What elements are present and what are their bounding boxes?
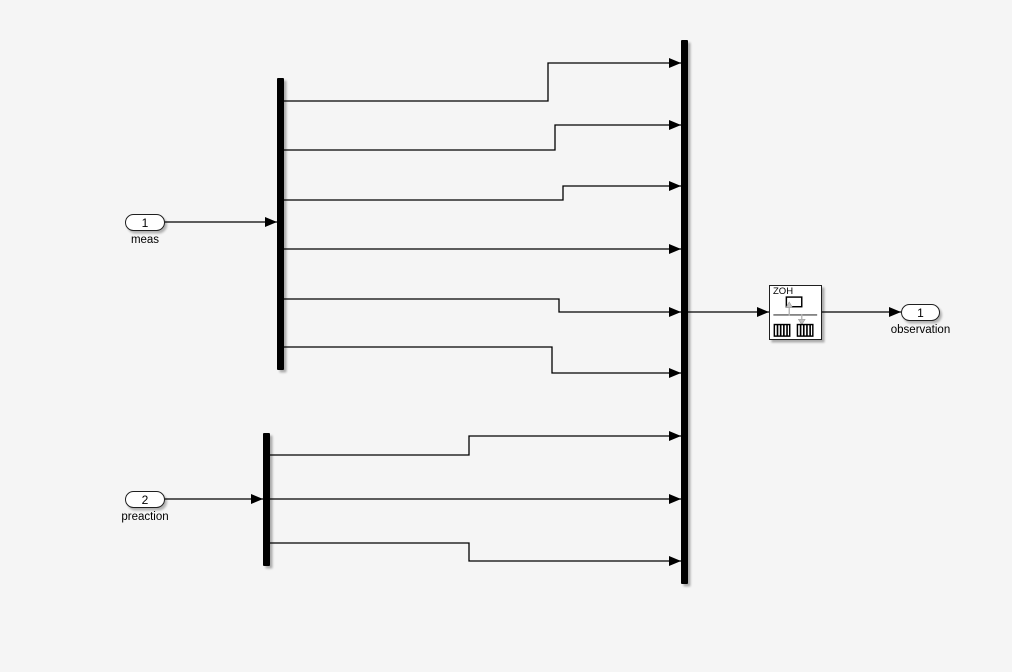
inport-meas-label: meas — [130, 234, 160, 246]
zoh-mode-label: ZOH — [773, 286, 794, 297]
wire-meas-1-to-mux-1[interactable] — [284, 58, 681, 102]
inport-preaction-label: preaction — [121, 511, 169, 523]
wire-meas-5-to-mux-5[interactable] — [284, 298, 681, 317]
outport-observation[interactable]: 1 — [901, 304, 940, 321]
zoh-down-arrow-icon — [797, 313, 806, 326]
wire-meas-6-to-mux-6[interactable] — [284, 346, 681, 378]
zoh-buffer-right-icon — [796, 323, 814, 337]
outport-observation-number: 1 — [917, 305, 924, 320]
zoh-up-arrow-icon — [785, 301, 794, 316]
mux-observation-bar[interactable] — [681, 40, 688, 584]
zoh-output-register-shape — [785, 296, 803, 308]
demux-preaction-bar[interactable] — [263, 433, 270, 566]
wire-preaction-1-to-mux-7[interactable] — [270, 431, 681, 456]
inport-meas-number: 1 — [141, 215, 149, 230]
demux-meas-bar[interactable] — [277, 78, 284, 370]
outport-observation-label: observation — [890, 324, 951, 336]
wire-meas-3-to-mux-3[interactable] — [284, 181, 681, 201]
inport-preaction-number: 2 — [141, 492, 149, 507]
wire-meas-2-to-mux-2[interactable] — [284, 120, 681, 151]
inport-preaction[interactable]: 2 — [125, 491, 165, 508]
zoh-buffer-left-icon — [773, 323, 791, 337]
wire-preaction-3-to-mux-9[interactable] — [270, 542, 681, 566]
rate-transition-zoh-block[interactable]: ZOH — [769, 285, 822, 340]
inport-meas[interactable]: 1 — [125, 214, 165, 231]
rate-transition-icon — [773, 296, 818, 337]
